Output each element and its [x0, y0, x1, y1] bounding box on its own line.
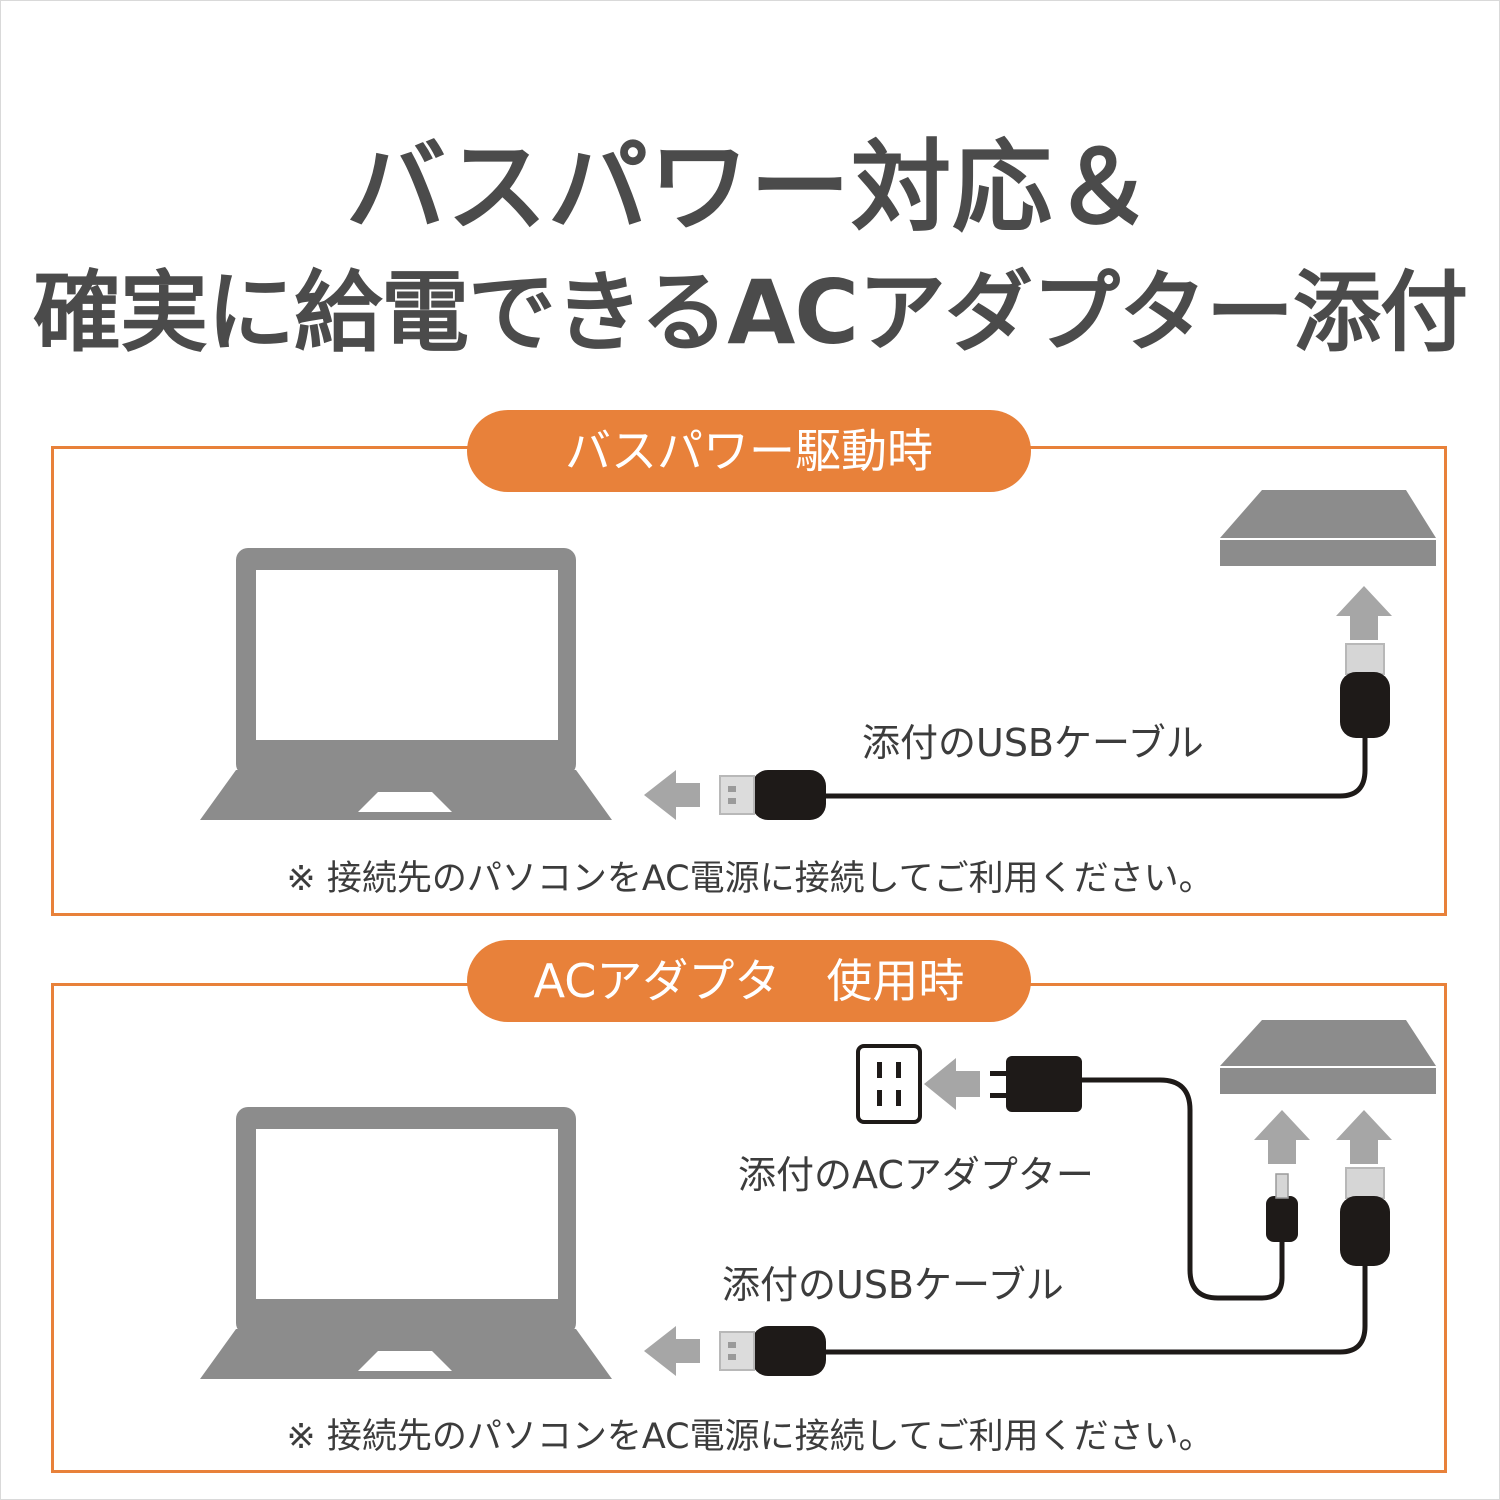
arrow-icon	[1336, 1110, 1392, 1164]
arrow-icon	[1254, 1110, 1310, 1164]
usb-cable-label: 添付のUSBケーブル	[862, 721, 1204, 765]
usb-cable-icon	[719, 1167, 1390, 1376]
optical-drive-icon	[1220, 490, 1436, 566]
power-outlet-icon	[856, 1044, 922, 1124]
usb-cable-icon	[719, 643, 1390, 820]
optical-drive-icon	[1220, 1020, 1436, 1094]
arrow-icon	[644, 1326, 700, 1376]
section-title-bus-power: バスパワー駆動時	[467, 410, 1031, 492]
ac-adapter-icon	[990, 1056, 1298, 1301]
usage-note: ※ 接続先のパソコンをAC電源に接続してご利用ください。	[286, 1417, 1214, 1457]
laptop-icon	[200, 548, 612, 820]
section-title-ac-adapter: ACアダプタ 使用時	[467, 940, 1031, 1022]
arrow-icon	[644, 770, 700, 820]
arrow-icon	[1336, 586, 1392, 640]
headline-line-2: 確実に給電できるACアダプター添付	[33, 261, 1468, 364]
headline-line-1: バスパワー対応＆	[346, 129, 1154, 246]
usb-cable-label: 添付のUSBケーブル	[722, 1263, 1064, 1307]
laptop-icon	[200, 1107, 612, 1379]
arrow-icon	[924, 1058, 980, 1110]
ac-adapter-label: 添付のACアダプター	[738, 1153, 1094, 1197]
usage-note: ※ 接続先のパソコンをAC電源に接続してご利用ください。	[286, 859, 1214, 899]
